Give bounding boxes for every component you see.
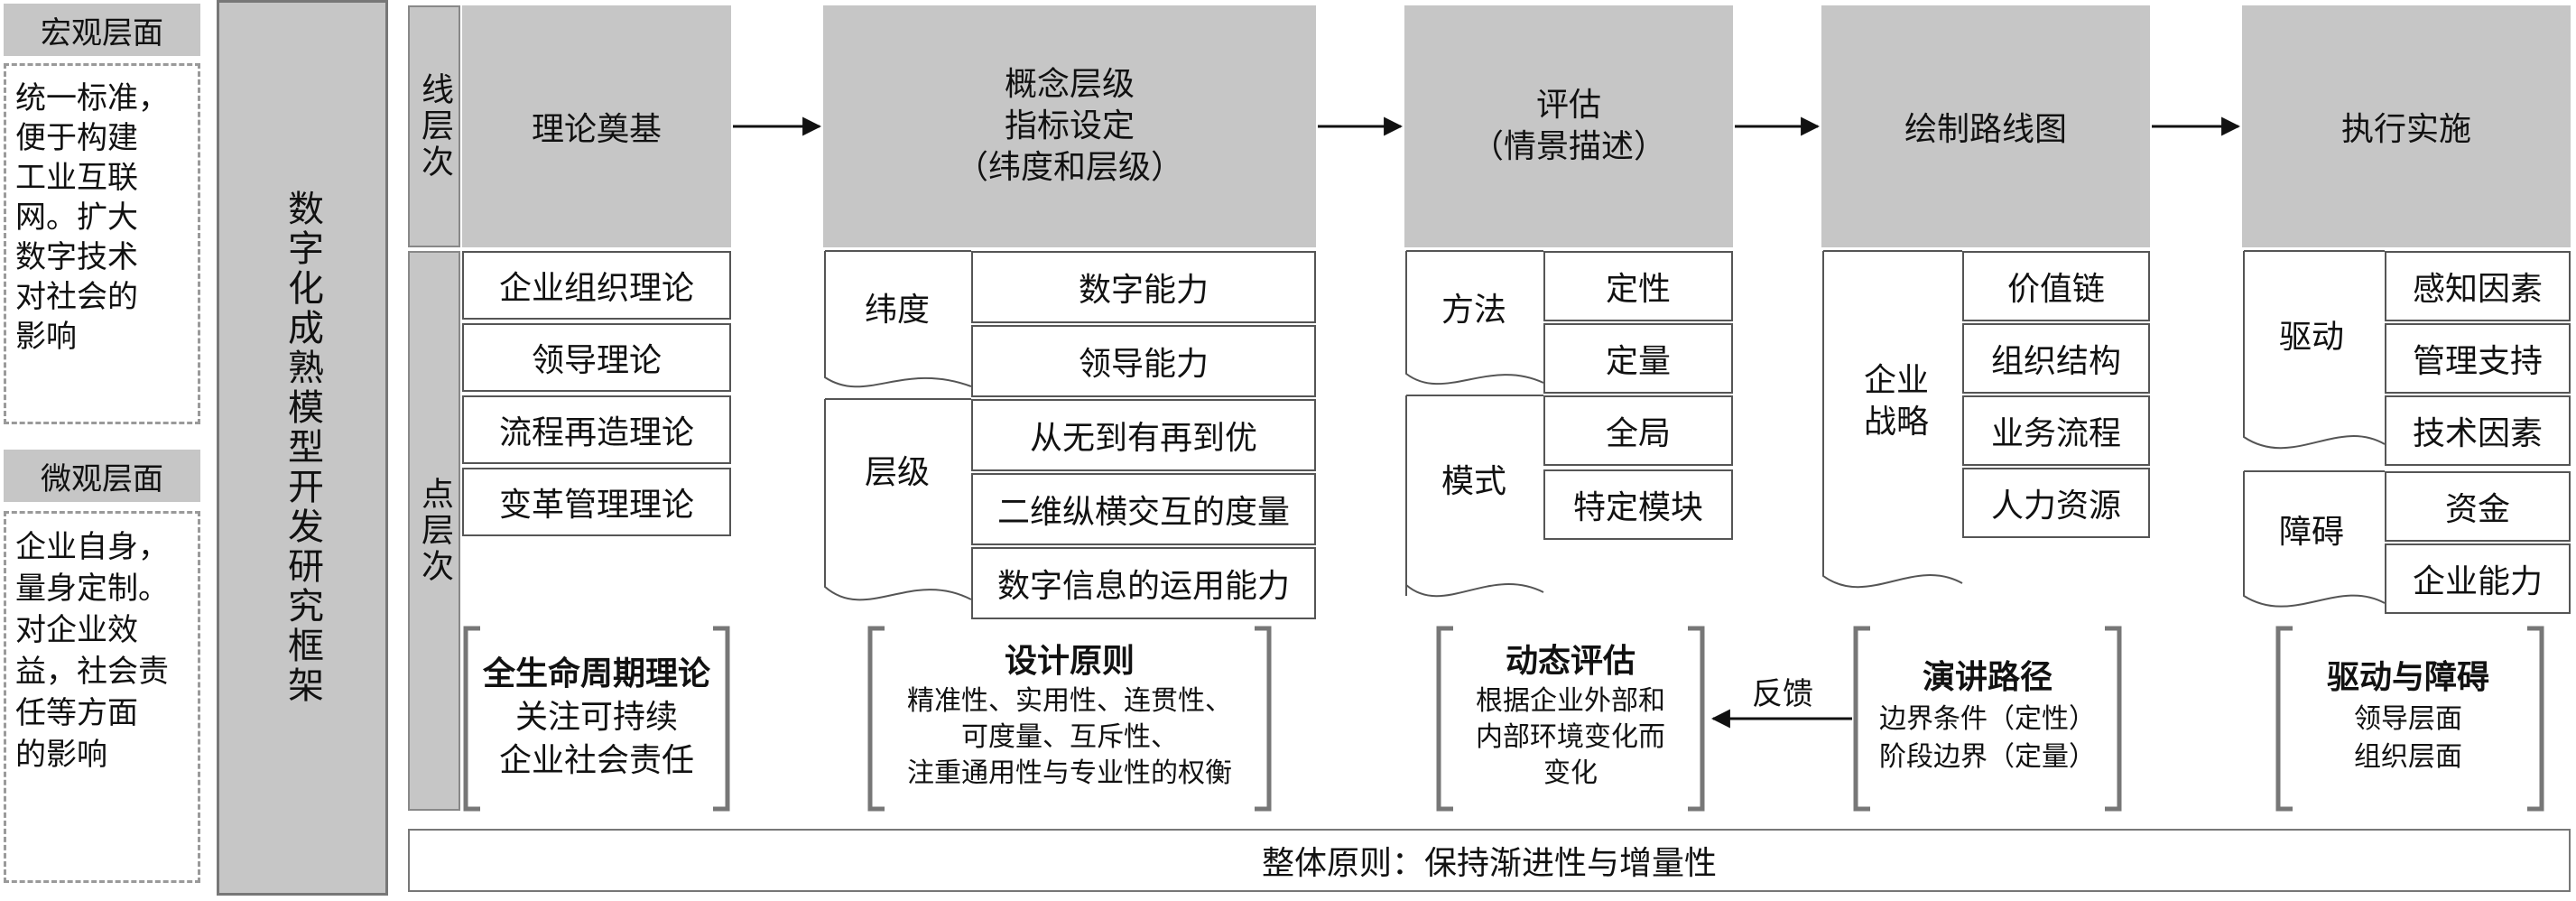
bottom-principle: 整体原则：保持渐进性与增量性 xyxy=(408,829,2571,892)
bracket-driver-line: 领导层面 xyxy=(2354,703,2462,735)
doc-shape xyxy=(1822,251,1963,589)
strategy-label: 企业 战略 xyxy=(1863,362,1929,441)
mode-item: 特定模块 xyxy=(1543,469,1733,540)
method-item: 定量 xyxy=(1543,323,1733,394)
bracket-right xyxy=(2527,626,2544,812)
bracket-dynamic-line: 变化 xyxy=(1543,757,1598,789)
doc-shape xyxy=(2243,251,2386,450)
micro-level-box: 企业自身， 量身定制。 对企业效 益，社会责 任等方面 的影响 xyxy=(4,511,200,883)
strategy-item: 组织结构 xyxy=(1962,323,2150,394)
bracket-right xyxy=(1688,626,1705,812)
bracket-right xyxy=(1255,626,1272,812)
bracket-path-line: 阶段边界（定量） xyxy=(1879,741,2096,773)
bracket-driver-line: 组织层面 xyxy=(2354,741,2462,773)
theory-item: 变革管理理论 xyxy=(462,468,731,536)
dimension-label: 纬度 xyxy=(864,292,930,329)
strategy-item: 业务流程 xyxy=(1962,395,2150,466)
stage-roadmap: 绘制路线图 xyxy=(1821,5,2150,247)
barrier-label: 障碍 xyxy=(2278,514,2344,551)
driver-item: 管理支持 xyxy=(2385,323,2571,394)
framework-title-box: 数字化成熟模型开发研究框架 xyxy=(217,0,388,896)
stage-concept-indicator: 概念层级 指标设定 （纬度和层级） xyxy=(823,5,1316,247)
bracket-evolution-path: 演讲路径 边界条件（定性） 阶段边界（定量） xyxy=(1852,632,2123,803)
macro-level-text: 统一标准， 便于构建 工业互联 网。扩大 数字技术 对社会的 影响 xyxy=(15,80,169,355)
macro-level-label: 宏观层面 xyxy=(4,4,200,56)
bracket-dynamic-evaluation: 动态评估 根据企业外部和 内部环境变化而 变化 xyxy=(1435,632,1706,803)
barrier-item: 企业能力 xyxy=(2385,543,2571,614)
driver-label: 驱动 xyxy=(2278,319,2344,356)
macro-level-box: 统一标准， 便于构建 工业互联 网。扩大 数字技术 对社会的 影响 xyxy=(4,63,200,424)
hierarchy-item: 数字信息的运用能力 xyxy=(971,547,1316,619)
method-label: 方法 xyxy=(1441,292,1506,329)
bracket-left xyxy=(2275,626,2293,812)
bracket-driver-barrier: 驱动与障碍 领导层面 组织层面 xyxy=(2273,632,2544,803)
bracket-dynamic-line: 内部环境变化而 xyxy=(1476,721,1665,753)
bracket-driver-title: 驱动与障碍 xyxy=(2326,659,2489,696)
hierarchy-label: 层级 xyxy=(864,454,930,491)
bracket-left xyxy=(463,626,480,812)
doc-shape xyxy=(824,251,972,388)
driver-item: 感知因素 xyxy=(2385,251,2571,321)
mode-label: 模式 xyxy=(1441,463,1506,500)
bracket-lifecycle-line: 关注可持续 xyxy=(514,699,678,736)
barrier-item: 资金 xyxy=(2385,471,2571,542)
bracket-path-line: 边界条件（定性） xyxy=(1879,703,2096,735)
hierarchy-item: 二维纵横交互的度量 xyxy=(971,473,1316,545)
driver-item: 技术因素 xyxy=(2385,395,2571,466)
stage-execution: 执行实施 xyxy=(2242,5,2571,247)
line-level-label: 线层次 xyxy=(408,5,460,247)
bracket-design-principles: 设计原则 精准性、实用性、连贯性、 可度量、互斥性、 注重通用性与专业性的权衡 xyxy=(866,632,1273,803)
point-level-text: 点层次 xyxy=(416,477,453,585)
hierarchy-item: 从无到有再到优 xyxy=(971,399,1316,471)
bracket-lifecycle-title: 全生命周期理论 xyxy=(482,655,710,692)
line-level-text: 线层次 xyxy=(416,72,453,181)
bracket-left xyxy=(867,626,885,812)
framework-title: 数字化成熟模型开发研究框架 xyxy=(282,190,323,706)
theory-item: 流程再造理论 xyxy=(462,395,731,464)
theory-item: 企业组织理论 xyxy=(462,251,731,320)
bracket-dynamic-title: 动态评估 xyxy=(1505,643,1635,680)
theory-item: 领导理论 xyxy=(462,323,731,392)
bracket-left xyxy=(1436,626,1453,812)
bracket-left xyxy=(1853,626,1870,812)
bracket-lifecycle-line: 企业社会责任 xyxy=(498,742,694,779)
bracket-right xyxy=(713,626,730,812)
doc-shape xyxy=(1405,395,1544,598)
bracket-design-line: 可度量、互斥性、 xyxy=(961,721,1178,753)
mode-item: 全局 xyxy=(1543,395,1733,466)
doc-shape xyxy=(1405,251,1544,385)
point-level-label: 点层次 xyxy=(408,251,460,811)
feedback-label: 反馈 xyxy=(1752,675,1813,712)
dimension-item: 数字能力 xyxy=(971,251,1316,323)
doc-shape xyxy=(824,399,972,601)
micro-level-label: 微观层面 xyxy=(4,450,200,502)
method-item: 定性 xyxy=(1543,251,1733,321)
bracket-dynamic-line: 根据企业外部和 xyxy=(1476,685,1665,717)
strategy-item: 价值链 xyxy=(1962,251,2150,321)
bracket-design-title: 设计原则 xyxy=(1004,643,1135,680)
bracket-design-line: 注重通用性与专业性的权衡 xyxy=(907,757,1232,789)
bracket-right xyxy=(2105,626,2122,812)
stage-theory-foundation: 理论奠基 xyxy=(462,5,731,247)
doc-shape xyxy=(2243,471,2386,608)
bracket-lifecycle: 全生命周期理论 关注可持续 企业社会责任 xyxy=(462,632,731,803)
bracket-design-line: 精准性、实用性、连贯性、 xyxy=(907,685,1232,717)
bracket-path-title: 演讲路径 xyxy=(1922,659,2052,696)
dimension-item: 领导能力 xyxy=(971,325,1316,397)
strategy-item: 人力资源 xyxy=(1962,468,2150,538)
micro-level-text: 企业自身， 量身定制。 对企业效 益，社会责 任等方面 的影响 xyxy=(15,529,169,773)
stage-evaluation: 评估 （情景描述） xyxy=(1404,5,1733,247)
